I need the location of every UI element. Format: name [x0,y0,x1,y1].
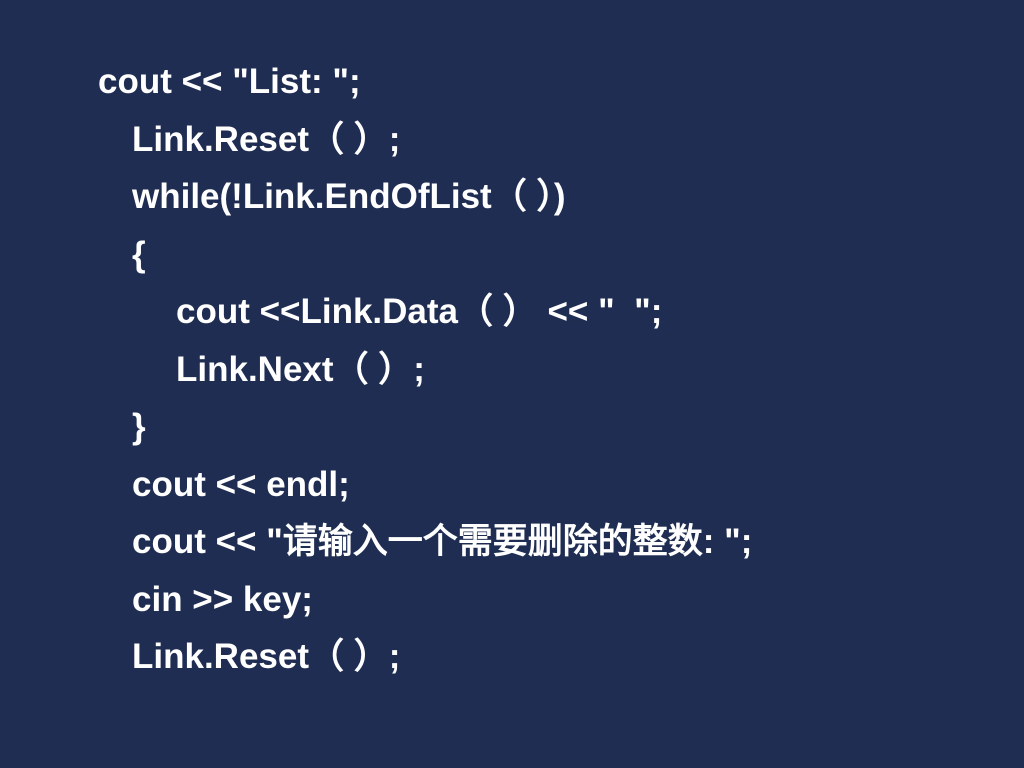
code-line-cout-endl: cout << endl; [132,465,350,504]
code-line-cout-list: cout << "List: "; [98,62,361,101]
code-line-link-next: Link.Next（ ）; [176,350,425,389]
code-line-while: while(!Link.EndOfList（ ）) [132,177,566,216]
code-line-cout-prompt: cout << "请输入一个需要删除的整数: "; [132,522,753,561]
code-line-cout-data: cout <<Link.Data（ ） << " "; [176,292,663,331]
code-line-cin-key: cin >> key; [132,580,313,619]
code-line-open-brace: { [132,235,146,274]
code-line-link-reset-final: Link.Reset（ ）; [132,637,401,676]
code-line-close-brace: } [132,407,146,446]
code-line-link-reset: Link.Reset（ ）; [132,120,401,159]
